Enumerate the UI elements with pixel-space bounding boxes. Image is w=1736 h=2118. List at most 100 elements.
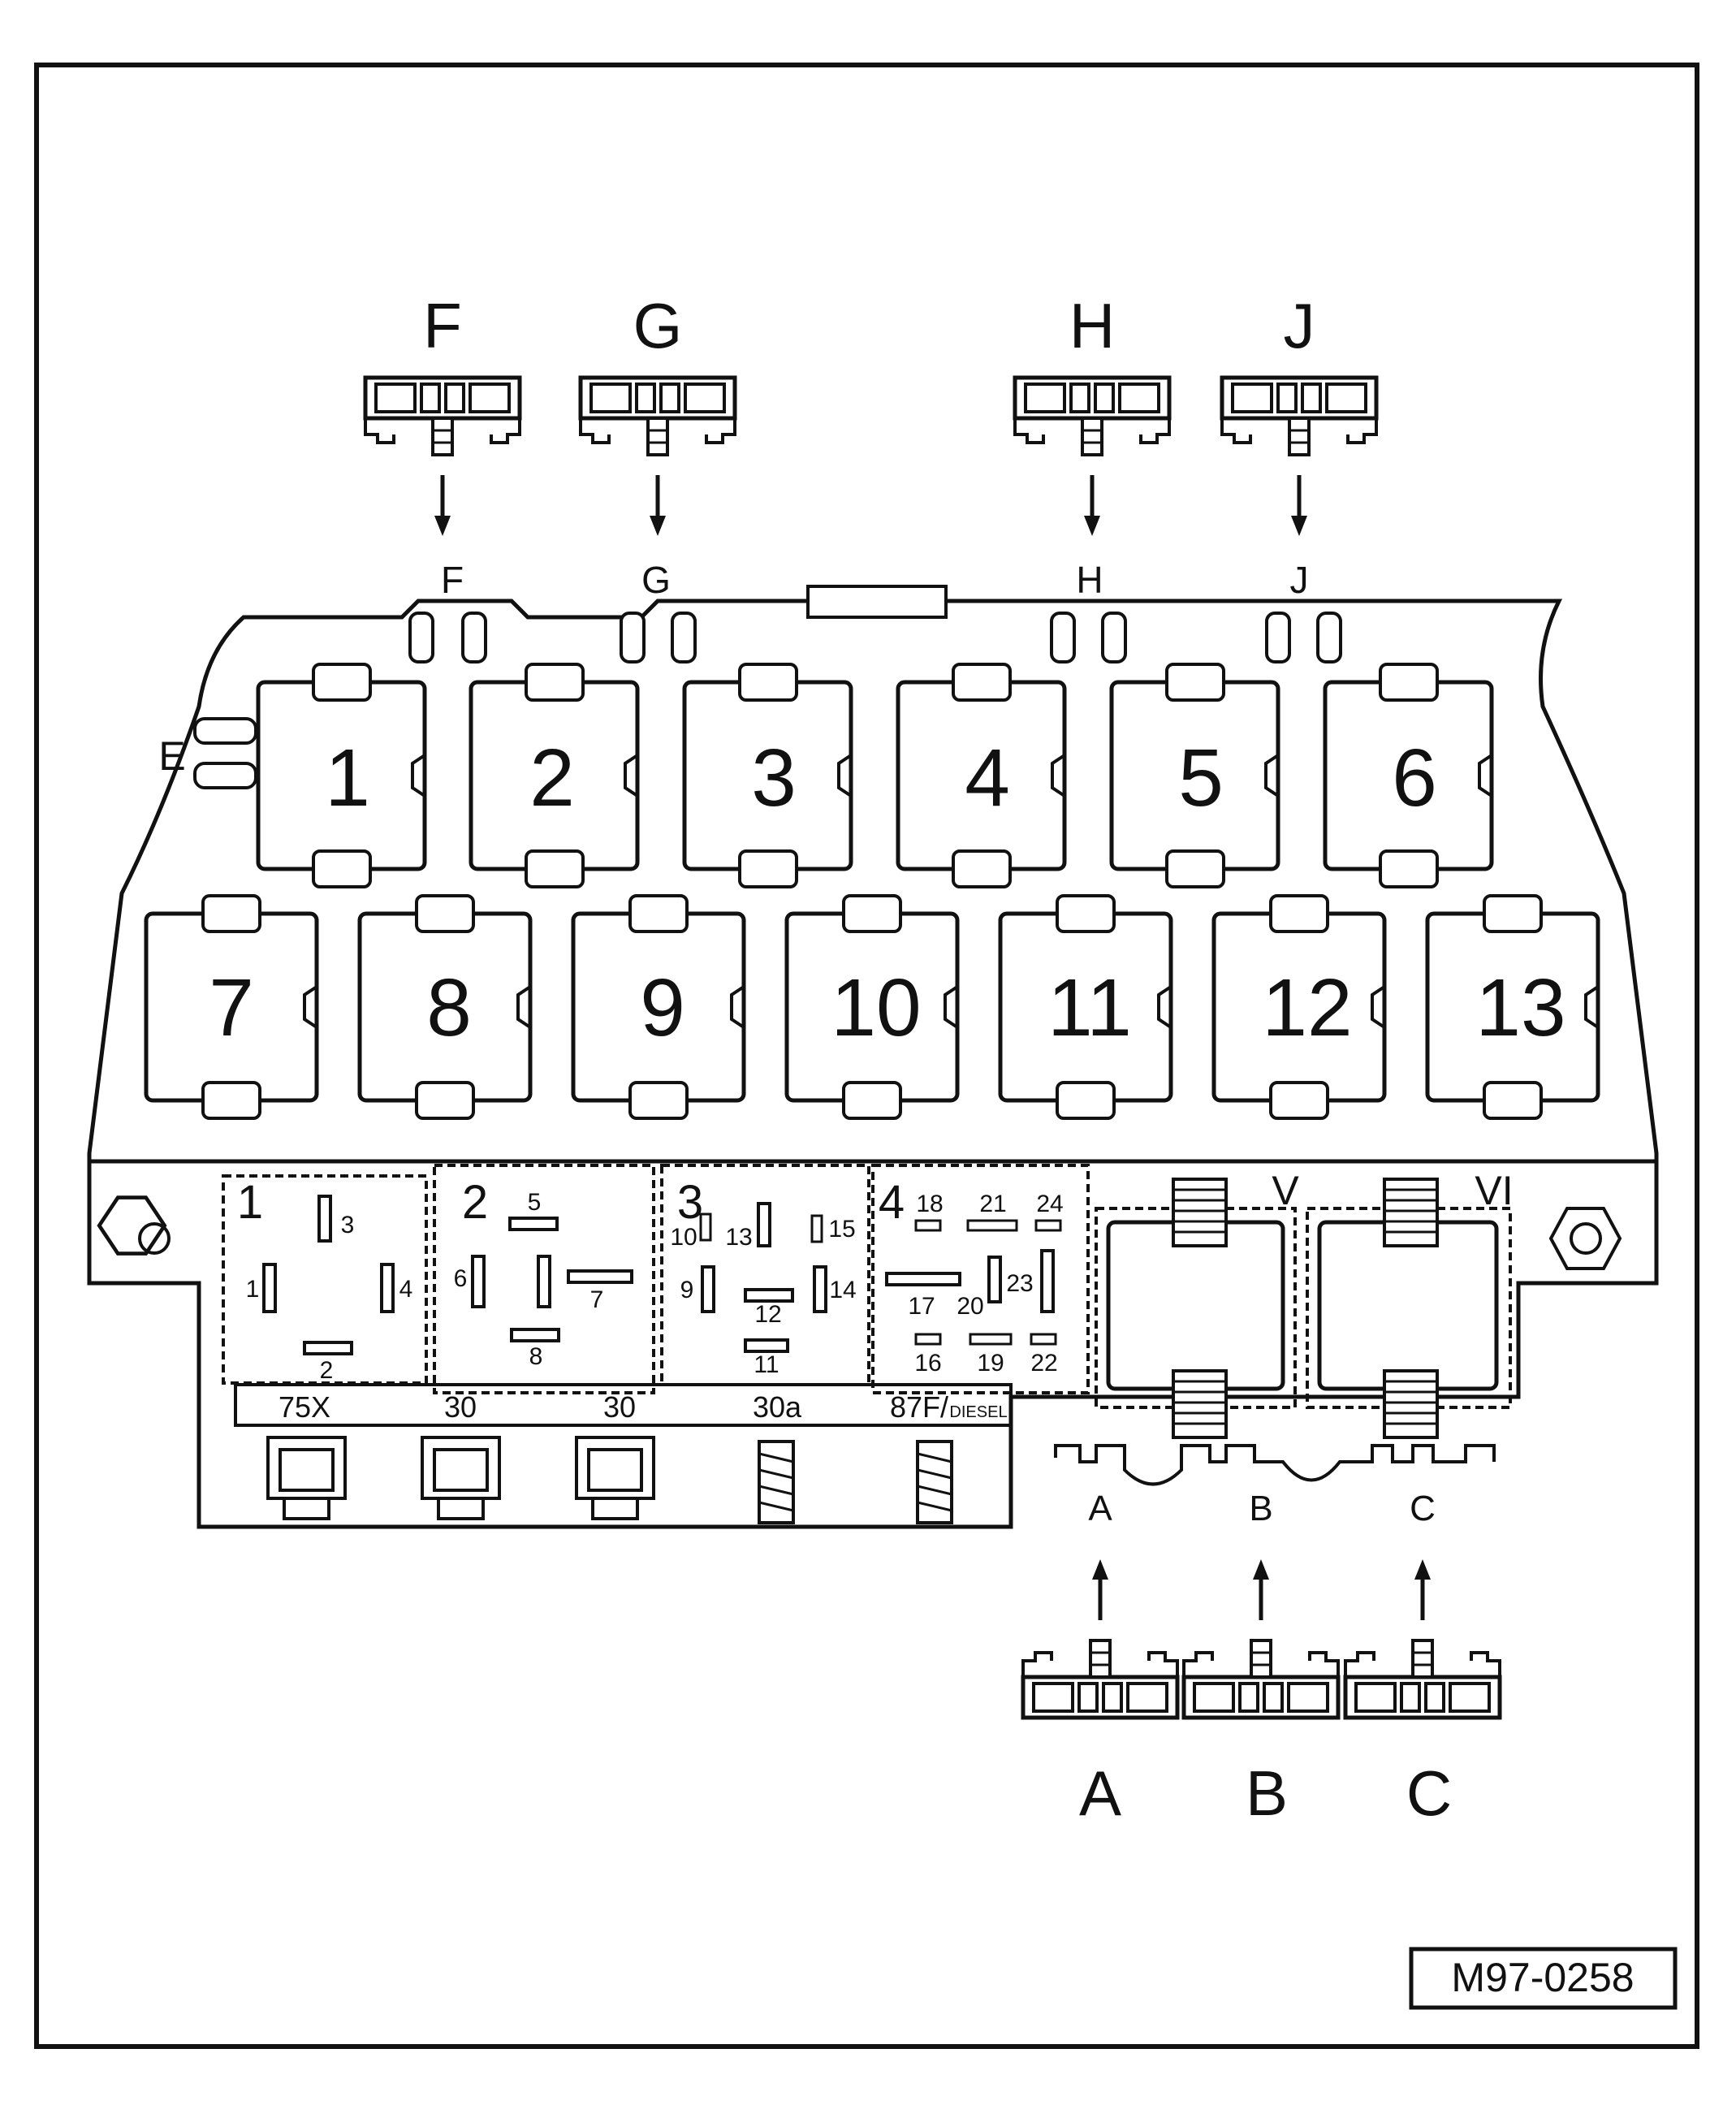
terminal-16: 16: [914, 1350, 941, 1377]
relay-label-9: 9: [640, 962, 685, 1053]
terminal-10: 10: [670, 1224, 697, 1251]
connector-h[interactable]: H H: [1015, 290, 1169, 601]
relay-label-7: 7: [209, 962, 254, 1053]
housing-outline: [87, 599, 1659, 1529]
fuse-group-3-number: 3: [677, 1176, 703, 1229]
socket-vi-label: VI: [1475, 1168, 1513, 1213]
relay-position-6[interactable]: 6: [1323, 663, 1494, 888]
terminal-24: 24: [1036, 1191, 1063, 1217]
relay-row-1: 1 2 3 4 5: [256, 663, 1494, 888]
terminal-1: 1: [246, 1276, 260, 1303]
terminal-20: 20: [957, 1293, 983, 1320]
terminal-strip-30-b: 30: [603, 1390, 636, 1424]
relay-label-3: 3: [751, 733, 797, 823]
relay-position-7[interactable]: 7: [144, 894, 319, 1120]
terminal-17: 17: [908, 1293, 935, 1320]
terminal-22: 22: [1030, 1350, 1057, 1377]
terminal-15: 15: [828, 1216, 855, 1243]
terminal-23: 23: [1006, 1270, 1033, 1297]
relay-position-1[interactable]: 1: [256, 663, 427, 888]
connector-b-label: B: [1246, 1757, 1288, 1829]
connector-g[interactable]: G G: [581, 290, 735, 601]
connector-f-label: F: [423, 290, 462, 361]
top-socket-tabs: [408, 585, 1342, 663]
outer-frame: [34, 63, 1699, 2049]
socket-g-label: G: [641, 559, 671, 601]
terminal-5: 5: [528, 1189, 542, 1216]
terminal-7: 7: [590, 1286, 604, 1313]
socket-c-label: C: [1410, 1489, 1436, 1528]
fuse-group-1[interactable]: 1 3 1 4 2: [222, 1174, 428, 1385]
relay-position-8[interactable]: 8: [357, 894, 533, 1120]
relay-label-5: 5: [1178, 733, 1224, 823]
relay-position-3[interactable]: 3: [682, 663, 853, 888]
right-mounting-nut: [1548, 1207, 1622, 1270]
bolt-terminals: [266, 1436, 953, 1524]
connector-g-label: G: [633, 290, 683, 361]
terminal-4: 4: [399, 1276, 413, 1303]
connector-a[interactable]: A A: [1023, 1489, 1177, 1829]
relay-position-5[interactable]: 5: [1109, 663, 1280, 888]
connector-e[interactable]: E: [158, 717, 257, 789]
terminal-strip: 75X 30 30 30a 87F/ DIESEL: [234, 1383, 1013, 1427]
connector-a-label: A: [1079, 1757, 1121, 1829]
fuse-group-1-number: 1: [237, 1176, 263, 1229]
terminal-strip-87f: 87F/: [890, 1390, 948, 1424]
terminal-strip-30a: 30a: [753, 1390, 802, 1424]
terminal-9: 9: [680, 1277, 694, 1303]
relay-label-8: 8: [426, 962, 472, 1053]
relay-position-4[interactable]: 4: [896, 663, 1067, 888]
terminal-strip-75x: 75X: [279, 1390, 330, 1424]
terminal-11: 11: [754, 1351, 779, 1378]
socket-j-label: J: [1290, 559, 1309, 601]
fuse-group-2[interactable]: 2 5 6 7 8: [433, 1164, 655, 1394]
terminal-19: 19: [977, 1350, 1004, 1377]
relay-position-12[interactable]: 12: [1211, 894, 1387, 1120]
connector-e-label: E: [158, 733, 185, 779]
terminal-14: 14: [829, 1277, 856, 1303]
relay-label-12: 12: [1262, 962, 1352, 1053]
figure-id: M97-0258: [1451, 1955, 1634, 2000]
connector-c-label: C: [1406, 1757, 1452, 1829]
relay-position-11[interactable]: 11: [998, 894, 1173, 1120]
socket-b-label: B: [1249, 1489, 1272, 1528]
terminal-21: 21: [979, 1191, 1006, 1217]
socket-v[interactable]: V: [1095, 1168, 1299, 1439]
connector-b[interactable]: B B: [1184, 1489, 1338, 1829]
terminal-8: 8: [529, 1343, 543, 1370]
terminal-6: 6: [454, 1265, 468, 1292]
fuse-group-2-number: 2: [462, 1176, 488, 1229]
relay-position-13[interactable]: 13: [1425, 894, 1600, 1120]
relay-label-13: 13: [1475, 962, 1565, 1053]
socket-a-label: A: [1088, 1489, 1112, 1528]
socket-v-label: V: [1272, 1168, 1299, 1213]
relay-label-2: 2: [529, 733, 575, 823]
relay-position-2[interactable]: 2: [469, 663, 640, 888]
terminal-12: 12: [754, 1301, 781, 1328]
terminal-13: 13: [725, 1224, 752, 1251]
terminal-3: 3: [341, 1212, 355, 1238]
relay-position-9[interactable]: 9: [571, 894, 746, 1120]
relay-label-11: 11: [1047, 962, 1132, 1053]
connector-c[interactable]: C C: [1345, 1489, 1500, 1829]
relay-row-2: 7 8 9 10 11: [144, 894, 1600, 1120]
left-mounting-nut: [97, 1195, 171, 1256]
socket-h-label: H: [1076, 559, 1103, 601]
bottom-socket-tabs: [1054, 1444, 1496, 1486]
relay-label-6: 6: [1392, 733, 1437, 823]
terminal-strip-diesel: DIESEL: [949, 1403, 1007, 1421]
fuse-group-4[interactable]: 4 18 21 24 17 20 23 16 19 22: [871, 1164, 1090, 1394]
fuse-group-3[interactable]: 3 10 13 15 9 12 14 11: [660, 1164, 870, 1386]
relay-label-4: 4: [965, 733, 1010, 823]
figure-id-box: M97-0258: [1409, 1947, 1678, 2010]
socket-vi[interactable]: VI: [1306, 1168, 1514, 1439]
connector-j[interactable]: J J: [1222, 290, 1376, 601]
fuse-group-4-number: 4: [879, 1176, 905, 1229]
connector-f[interactable]: F F: [365, 290, 520, 601]
relay-label-1: 1: [325, 733, 370, 823]
relay-label-10: 10: [831, 962, 921, 1053]
terminal-strip-30-a: 30: [444, 1390, 477, 1424]
relay-position-10[interactable]: 10: [784, 894, 960, 1120]
connector-j-label: J: [1284, 290, 1315, 361]
